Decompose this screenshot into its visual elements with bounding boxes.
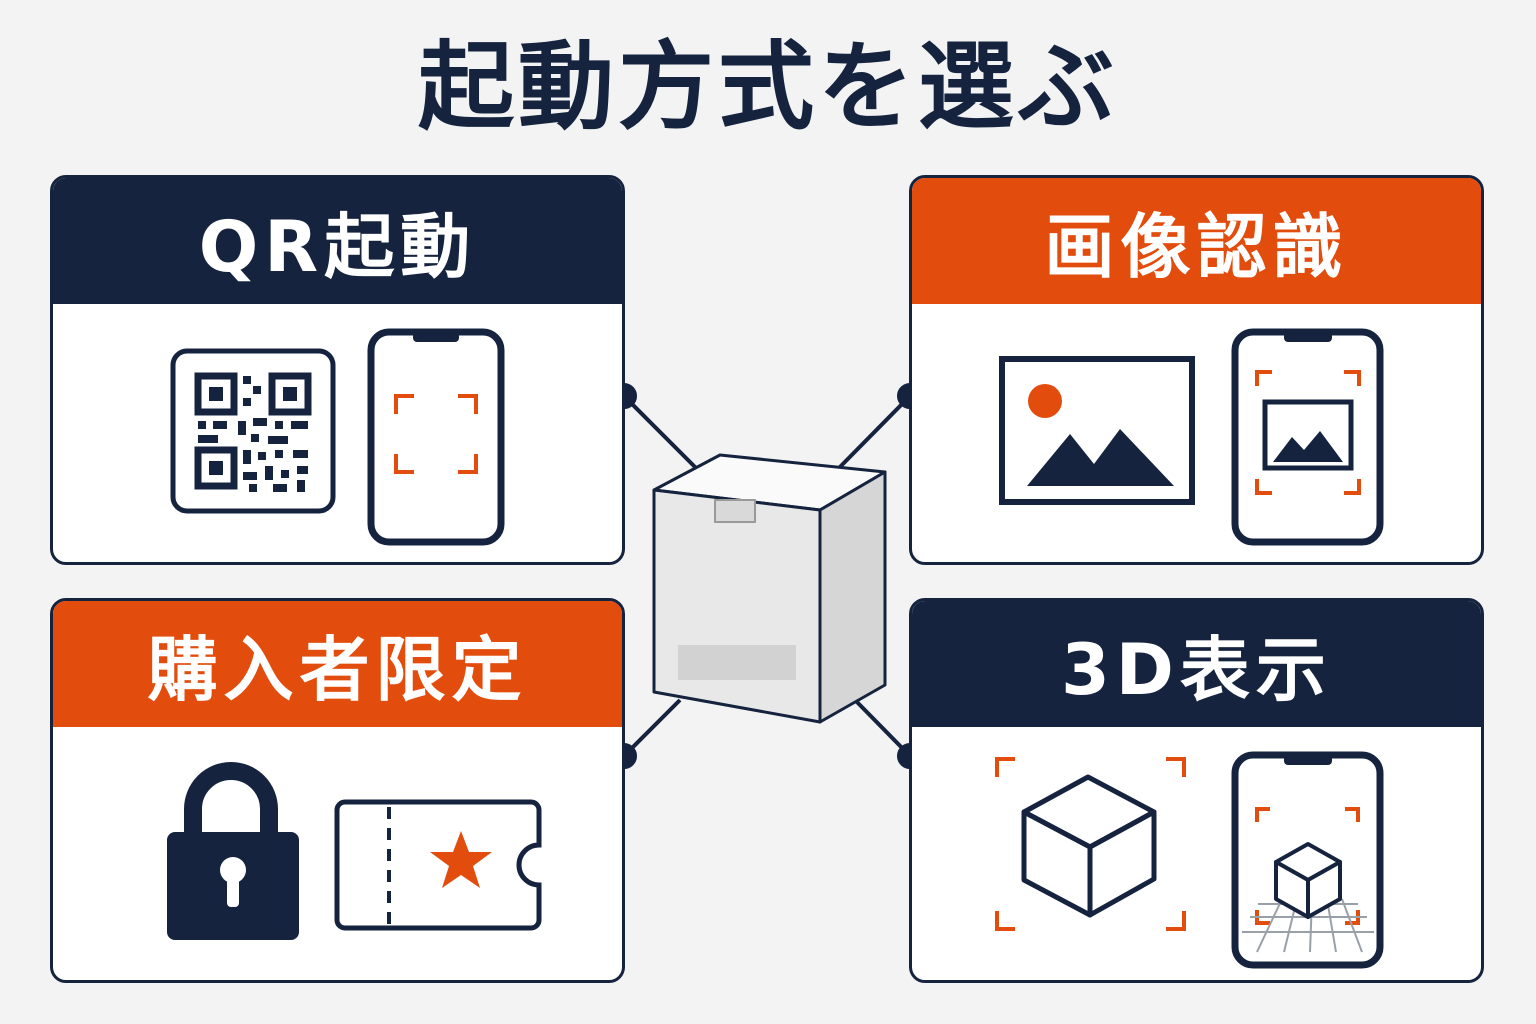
card-title: QR起動 — [198, 205, 477, 288]
card-header: 3D表示 — [912, 601, 1481, 727]
card-title: 3D表示 — [1061, 628, 1332, 711]
phone-scan-icon — [367, 328, 505, 546]
card-header: QR起動 — [53, 178, 622, 304]
card-title: 購入者限定 — [147, 628, 528, 711]
phone-image-scan-icon — [1231, 328, 1384, 546]
card-qr-launch[interactable]: QR起動 — [50, 175, 625, 565]
card-title: 画像認識 — [1044, 205, 1349, 288]
ticket-star-icon — [334, 799, 542, 931]
image-icon — [999, 356, 1195, 505]
connector-line-3d — [853, 698, 912, 758]
qr-code-icon — [170, 348, 336, 514]
product-box-icon — [652, 453, 887, 724]
page-title: 起動方式を選ぶ — [418, 31, 1118, 143]
card-header: 画像認識 — [912, 178, 1481, 304]
connector-line-qr — [622, 394, 702, 474]
connector-line-image — [833, 394, 912, 474]
connector-line-purchaser — [622, 698, 682, 758]
card-image-recognition[interactable]: 画像認識 — [909, 175, 1484, 565]
cube-scan-icon — [995, 757, 1186, 931]
card-purchaser-only[interactable]: 購入者限定 — [50, 598, 625, 983]
card-header: 購入者限定 — [53, 601, 622, 727]
lock-icon — [167, 762, 299, 940]
phone-ar-cube-icon — [1231, 751, 1384, 969]
card-3d-display[interactable]: 3D表示 — [909, 598, 1484, 983]
